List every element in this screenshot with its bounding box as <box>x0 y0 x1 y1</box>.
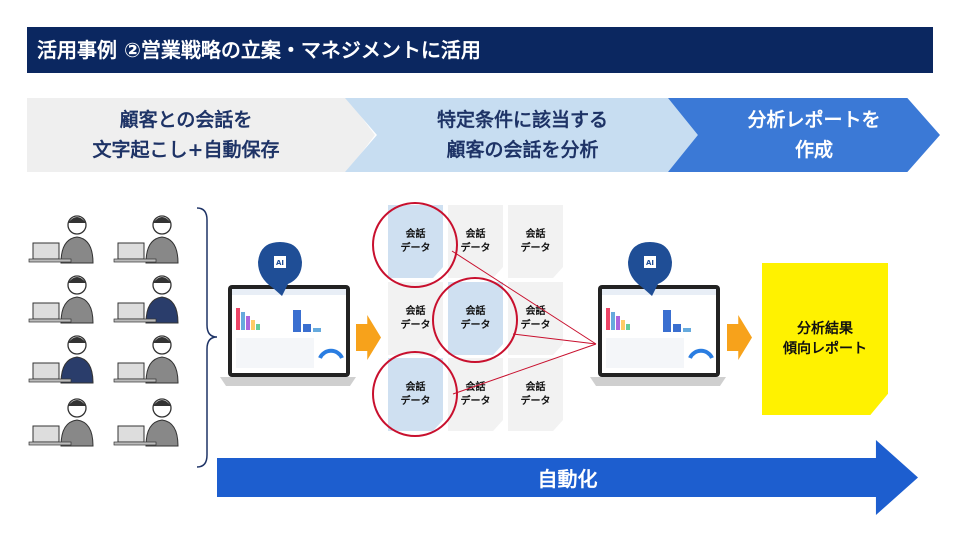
conversation-data-doc: 会話データ <box>388 358 443 431</box>
analysis-report-note: 分析結果傾向レポート <box>762 263 888 415</box>
slide-title: 活用事例 ②営業戦略の立案・マネジメントに活用 <box>27 27 933 73</box>
svg-text:AI: AI <box>646 259 654 267</box>
laptop-dashboard-2: AI <box>588 240 728 394</box>
doc-label-line2: データ <box>520 395 551 407</box>
operator-icon <box>28 398 94 447</box>
doc-label-line1: 会話 <box>405 305 426 317</box>
doc-label-line2: データ <box>460 319 491 331</box>
svg-text:AI: AI <box>276 259 284 267</box>
arrow-right-icon <box>356 315 381 360</box>
bracket-icon <box>196 207 218 468</box>
step-2-line1: 特定条件に該当する <box>436 109 608 131</box>
doc-label-line2: データ <box>520 319 551 331</box>
step-1-transcribe: 顧客との会話を文字起こし+自動保存 <box>27 98 375 172</box>
step-2-line2: 顧客の会話を分析 <box>446 139 599 161</box>
conversation-data-doc: 会話データ <box>508 282 563 355</box>
laptop-icon: AI <box>220 242 356 386</box>
arrow-right-icon <box>727 315 752 360</box>
doc-label-line2: データ <box>520 242 551 254</box>
doc-label-line1: 会話 <box>465 305 486 317</box>
doc-label-line1: 会話 <box>405 228 426 240</box>
doc-label-line2: データ <box>460 395 491 407</box>
doc-label-line1: 会話 <box>525 305 546 317</box>
step-3-report: 分析レポートを作成 <box>668 98 940 172</box>
doc-label-line1: 会話 <box>465 228 486 240</box>
chart-thumbnail <box>606 308 691 332</box>
step-1-line1: 顧客との会話を <box>119 109 253 131</box>
operator-icon <box>28 215 94 264</box>
operator-group <box>25 205 195 465</box>
automation-label: 自動化 <box>537 467 598 491</box>
chart-thumbnail <box>236 308 321 332</box>
note-line1: 分析結果 <box>797 321 853 337</box>
note-line2: 傾向レポート <box>783 341 867 357</box>
operator-icon <box>28 275 94 324</box>
operator-icon <box>113 398 179 447</box>
operator-icon <box>113 275 179 324</box>
operator-icon <box>113 335 179 384</box>
doc-label-line2: データ <box>400 319 431 331</box>
doc-label-line1: 会話 <box>405 381 426 393</box>
operator-icon <box>113 215 179 264</box>
automation-arrow: 自動化 <box>217 440 918 515</box>
conversation-data-doc: 会話データ <box>448 205 503 278</box>
doc-label-line2: データ <box>400 242 431 254</box>
doc-label-line1: 会話 <box>525 228 546 240</box>
step-1-line2: 文字起こし+自動保存 <box>92 139 280 161</box>
doc-label-line1: 会話 <box>525 381 546 393</box>
doc-label-line2: データ <box>400 395 431 407</box>
step-3-line1: 分析レポートを <box>747 109 881 131</box>
conversation-data-doc: 会話データ <box>508 358 563 431</box>
doc-label-line2: データ <box>460 242 491 254</box>
doc-label-line1: 会話 <box>465 381 486 393</box>
conversation-data-doc: 会話データ <box>388 205 443 278</box>
conversation-data-doc: 会話データ <box>508 205 563 278</box>
step-2-analyze: 特定条件に該当する顧客の会話を分析 <box>345 98 700 172</box>
step-3-line2: 作成 <box>794 139 833 161</box>
laptop-icon: AI <box>590 242 726 386</box>
laptop-dashboard-1: AI <box>218 240 358 394</box>
conversation-data-doc: 会話データ <box>448 282 503 355</box>
conversation-data-doc: 会話データ <box>448 358 503 431</box>
conversation-data-doc: 会話データ <box>388 282 443 355</box>
operator-icon <box>28 335 94 384</box>
